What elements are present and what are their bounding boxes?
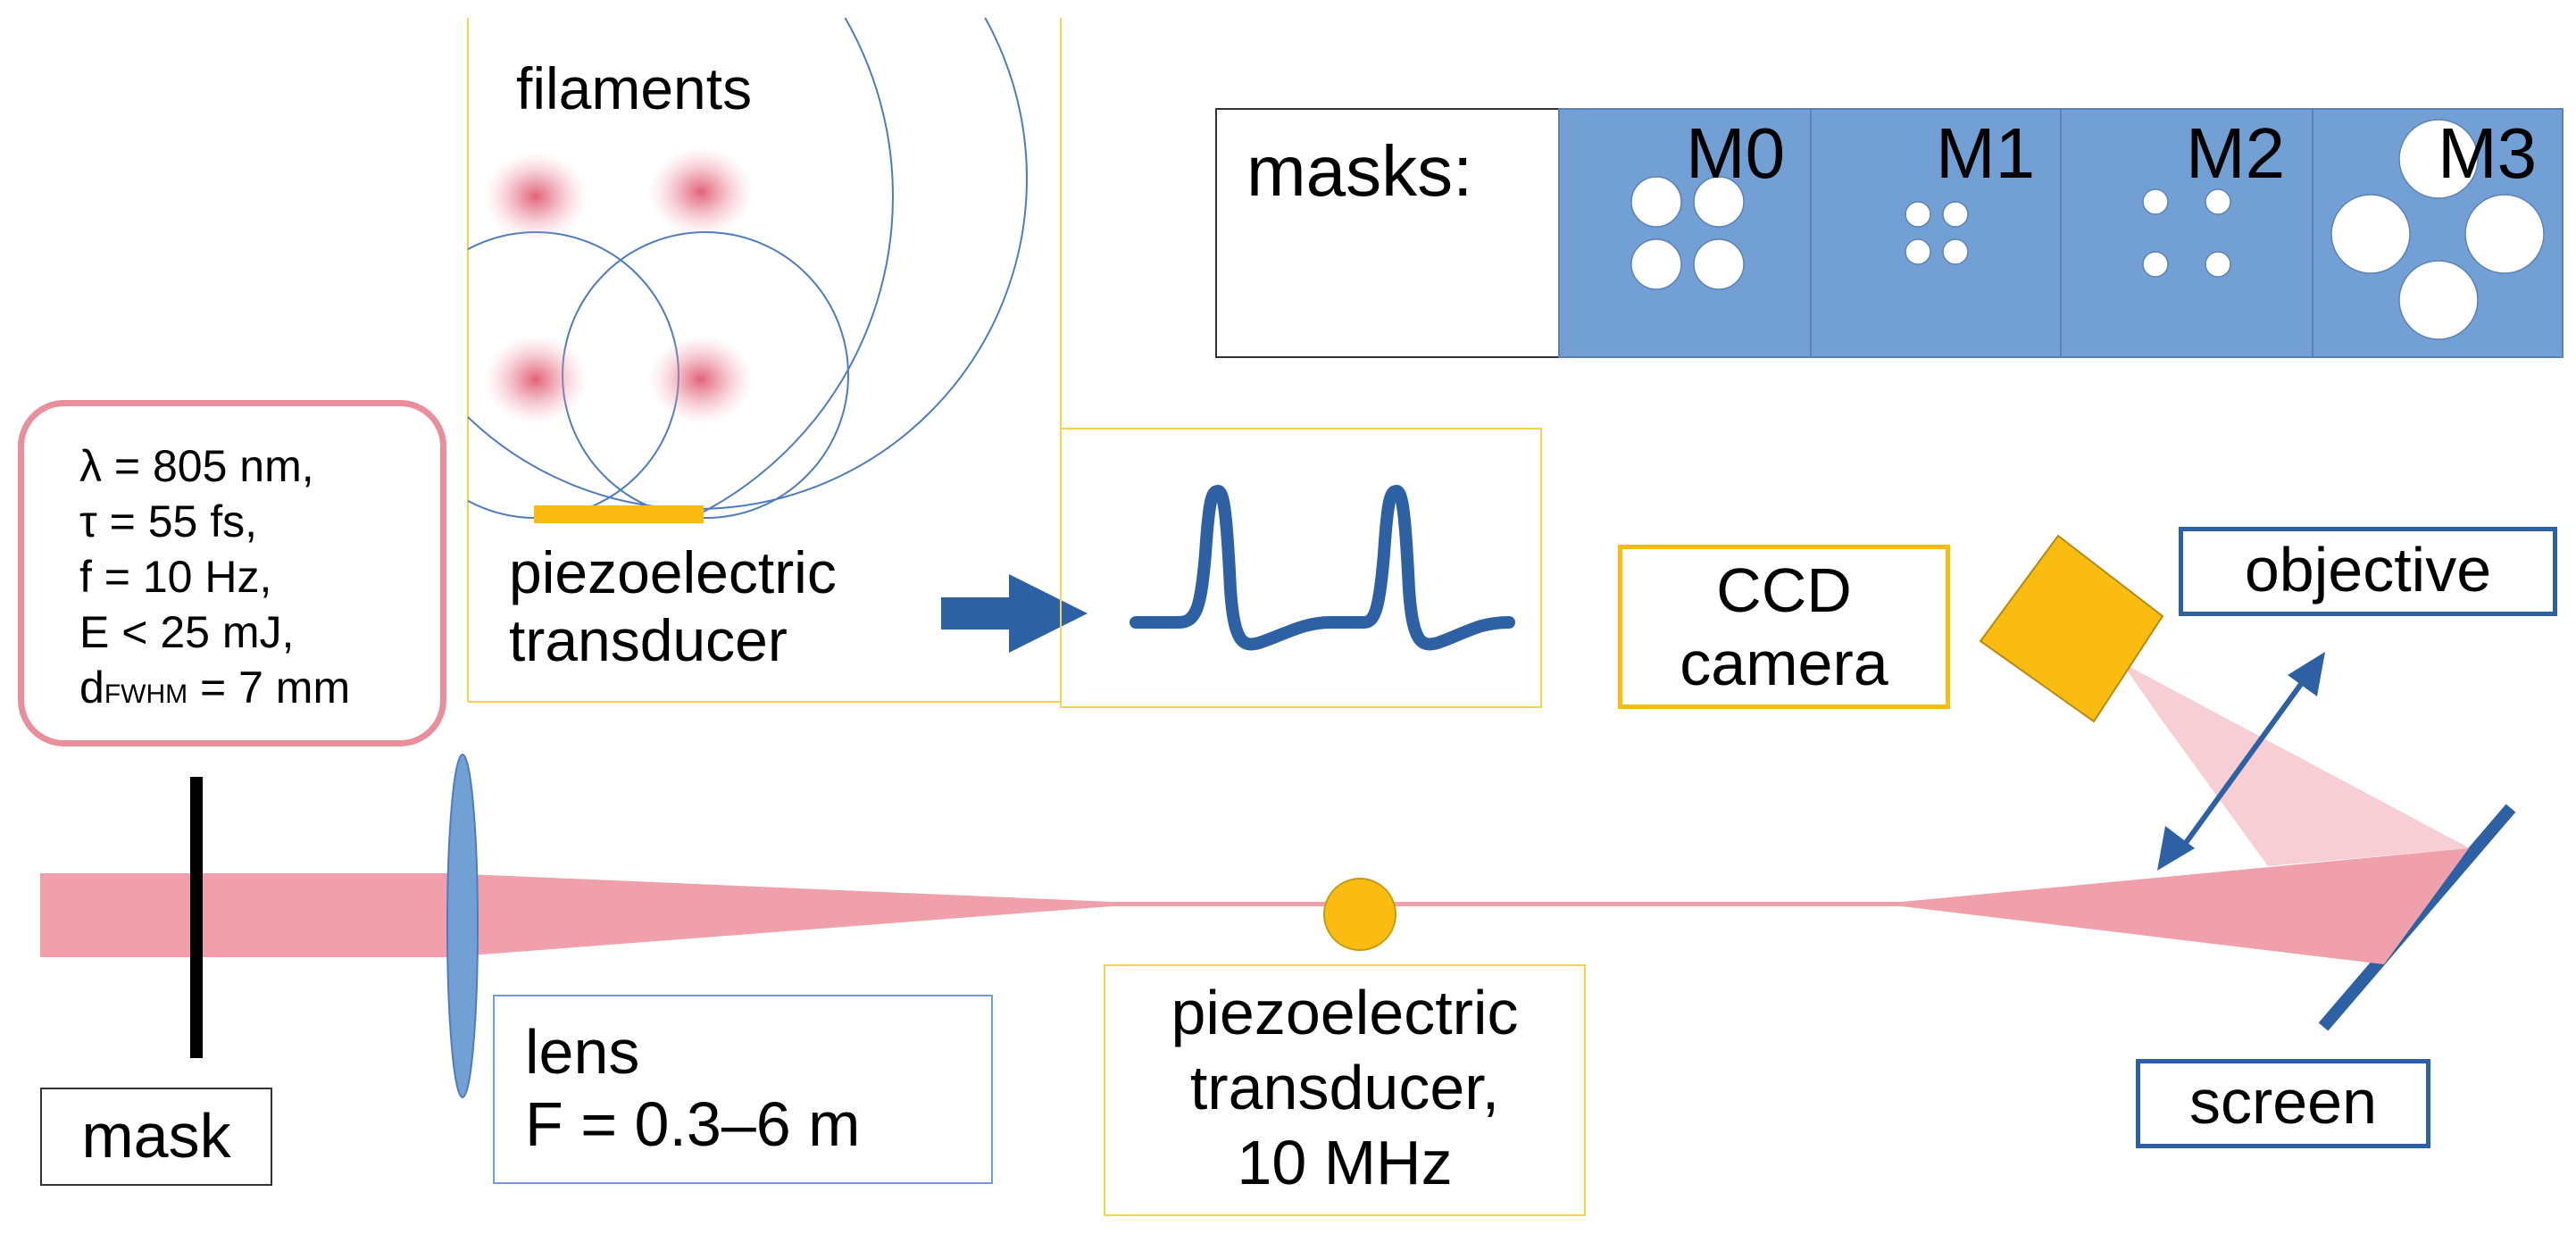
mask-hole [1942, 201, 1969, 228]
signal-arrow [941, 574, 1088, 653]
focusing-lens [446, 754, 479, 1098]
param-wavelength: λ = 805 nm, [79, 441, 314, 491]
mask-hole [2205, 188, 2231, 215]
mask-hole [2464, 194, 2545, 274]
filament-spot [649, 335, 753, 424]
mask-hole [1630, 176, 1682, 228]
laser-beam [40, 848, 2469, 964]
param-beam-diameter: dFWHM = 7 mm [79, 660, 440, 722]
mask-m1 [1810, 108, 2062, 358]
filament-spot [649, 147, 753, 237]
masks-label: masks: [1246, 131, 1473, 211]
mask-hole [2205, 251, 2231, 278]
lens-label-line1: lens [525, 1017, 640, 1087]
mask-hole [2398, 260, 2479, 340]
param-beam-fwhm: FWHM [104, 680, 188, 709]
mask-label-box [40, 1088, 272, 1186]
objective-label: objective [2244, 535, 2492, 604]
mask-m2-label: M2 [2186, 113, 2286, 193]
lens-focal-length: F = 0.3–6 m [525, 1088, 861, 1159]
transducer-label-line3: 10 MHz [1237, 1128, 1453, 1197]
mask-hole [2398, 119, 2479, 199]
mask-hole [1942, 238, 1969, 265]
inset-transducer-label-line2: transducer [509, 606, 788, 673]
ccd-label-box [1618, 545, 1950, 709]
transducer-label-line1: piezoelectric [1171, 978, 1519, 1047]
laser-params-box: λ = 805 nm, τ = 55 fs, f = 10 Hz, E < 25… [18, 400, 446, 746]
param-energy: E < 25 mJ, [79, 607, 295, 657]
mask-m3-label: M3 [2438, 113, 2538, 193]
transducer-label-line2: transducer, [1189, 1053, 1500, 1122]
mask-m2 [2060, 108, 2313, 358]
masks-panel [1215, 108, 2563, 358]
mask-hole [2142, 188, 2169, 215]
filaments-inset [467, 18, 1062, 703]
ccd-camera-body [1979, 534, 2164, 723]
mask-m0-label: M0 [1686, 113, 1786, 193]
mask-hole [2142, 251, 2169, 278]
param-beam-value: = 7 mm [188, 663, 351, 713]
objective-adjust-arrow [2157, 652, 2325, 871]
inset-transducer-bar [534, 505, 704, 523]
inset-transducer-label: piezoelectric transducer [509, 539, 837, 675]
transducer-label: piezoelectric transducer, 10 MHz [1104, 975, 1586, 1200]
screen-label-box [2136, 1059, 2430, 1148]
imaging-light-cone [2122, 663, 2470, 866]
mask-hole [1693, 238, 1745, 290]
mask-hole [1693, 176, 1745, 228]
filaments-label: filaments [516, 55, 753, 121]
lens-label-box [493, 995, 993, 1184]
ccd-label-line2: camera [1680, 629, 1888, 698]
mask-hole [1905, 201, 1931, 228]
mask-hole [1630, 238, 1682, 290]
filament-spot [484, 335, 588, 424]
mask-hole [1905, 238, 1931, 265]
signal-box [1060, 428, 1542, 708]
objective-label-box [2179, 527, 2557, 616]
acoustic-signal-trace [1130, 485, 1515, 651]
ccd-label: CCD camera [1618, 554, 1950, 700]
mask-label: mask [81, 1101, 231, 1171]
mask-m1-label: M1 [1936, 113, 2036, 193]
filament-spot [484, 152, 588, 241]
acoustic-wavefront [677, 18, 894, 523]
param-beam-d: d [79, 663, 104, 713]
inset-transducer-label-line1: piezoelectric [509, 539, 837, 605]
ccd-label-line1: CCD [1716, 555, 1852, 625]
mask-hole [2330, 194, 2411, 274]
transducer-dot [1323, 878, 1396, 951]
param-pulse-duration: τ = 55 fs, [79, 496, 258, 546]
lens-label: lens F = 0.3–6 m [525, 1016, 860, 1160]
screen-label: screen [2188, 1067, 2378, 1137]
mask-rod [190, 777, 203, 1058]
param-frequency: f = 10 Hz, [79, 552, 272, 602]
transducer-label-box [1104, 964, 1586, 1216]
